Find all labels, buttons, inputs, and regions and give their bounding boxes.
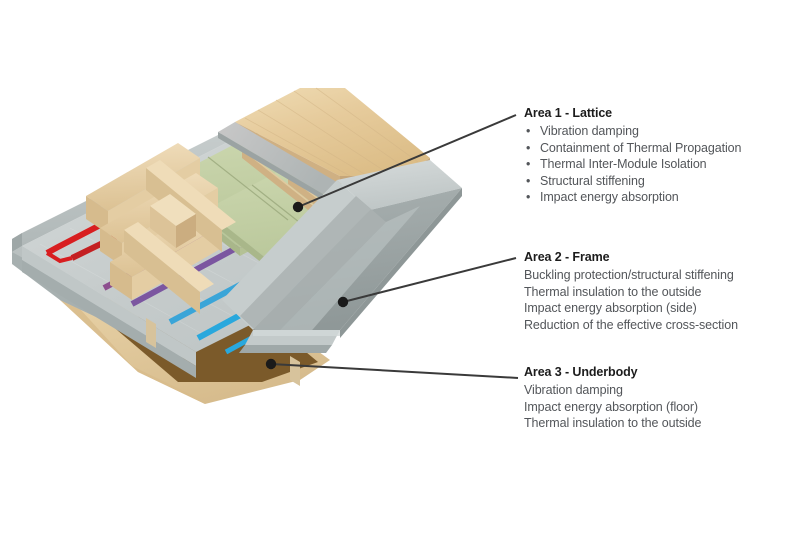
callout-area-1-list: • Vibration damping • Containment of Therm… xyxy=(524,123,741,206)
callout-area-2-list: Buckling protection/structural stiffenin… xyxy=(524,267,738,333)
leader-dot-area-3 xyxy=(265,358,277,370)
callout-area-3-item: Vibration damping xyxy=(524,383,623,397)
bullet-glyph: • xyxy=(526,190,531,204)
callout-area-3-title: Area 3 - Underbody xyxy=(524,365,638,379)
callout-item-text: Impact energy absorption xyxy=(540,190,679,204)
callout-area-3: Area 3 - Underbody Vibration damping Imp… xyxy=(524,365,701,432)
callout-area-3-item: Thermal insulation to the outside xyxy=(524,416,702,430)
bullet-glyph: • xyxy=(526,124,531,138)
leader-lines xyxy=(265,114,519,379)
callout-area-2: Area 2 - Frame Buckling protection/struc… xyxy=(524,250,738,333)
callout-item-text: Containment of Thermal Propagation xyxy=(540,140,742,155)
callout-area-1: Area 1 - Lattice • Vibration damping • Con… xyxy=(524,106,741,206)
callout-area-2-item: Reduction of the effective cross-section xyxy=(524,317,738,332)
leader-line-area-3 xyxy=(270,363,519,379)
callout-area-2-item: Impact energy absorption (side) xyxy=(524,301,697,315)
leader-line-area-1 xyxy=(297,114,517,208)
callout-area-1-item: • Containment of Thermal Propagation xyxy=(524,140,741,157)
callout-item-text: Vibration damping xyxy=(540,124,639,138)
leader-dot-area-2 xyxy=(337,296,349,308)
callout-area-2-item: Buckling protection/structural stiffenin… xyxy=(524,268,734,282)
bullet-glyph: • xyxy=(526,157,531,171)
bullet-glyph: • xyxy=(526,140,531,155)
callout-item-text: Structural stiffening xyxy=(540,173,645,188)
leader-dot-area-1 xyxy=(292,201,304,213)
callout-area-1-item: • Vibration damping xyxy=(524,123,741,140)
callout-area-1-title: Area 1 - Lattice xyxy=(524,106,613,120)
top-cover-plate xyxy=(218,87,430,200)
callout-area-1-item: • Impact energy absorption xyxy=(524,189,741,206)
callout-item-text: Thermal Inter-Module Isolation xyxy=(540,157,707,171)
callout-area-3-list: Vibration damping Impact energy absorpti… xyxy=(524,382,701,432)
callout-area-2-title: Area 2 - Frame xyxy=(524,250,610,264)
callout-area-3-item: Impact energy absorption (floor) xyxy=(524,399,698,414)
lattice-ribs xyxy=(86,143,236,314)
bullet-glyph: • xyxy=(526,173,531,188)
frame-rail-right xyxy=(222,160,462,353)
callout-area-1-item: • Thermal Inter-Module Isolation xyxy=(524,156,741,173)
callout-area-2-item: Thermal insulation to the outside xyxy=(524,284,702,299)
callout-area-1-item: • Structural stiffening xyxy=(524,173,741,190)
frame-rail-left xyxy=(12,118,300,386)
leader-line-area-2 xyxy=(342,257,517,303)
